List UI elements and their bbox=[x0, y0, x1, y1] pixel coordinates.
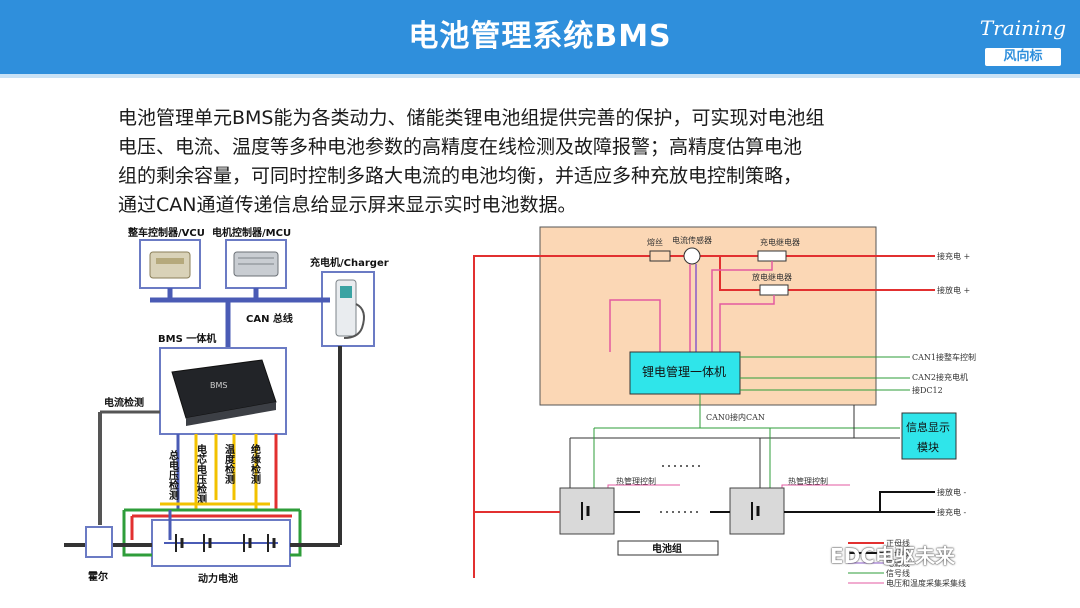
bms-device-text: BMS bbox=[210, 381, 227, 390]
legend-item: 正母线 bbox=[886, 538, 910, 548]
watermark: EDC电驱未来 bbox=[830, 544, 955, 568]
left-system-diagram: 整车控制器/VCU 电机控制器/MCU 充电机/Charger bbox=[64, 226, 389, 585]
header-divider bbox=[0, 74, 1080, 78]
current-detect-label: 电流检测 bbox=[104, 396, 144, 409]
intro-line: 组的剩余容量，可同时控制多路大电流的电池均衡，并适应多种充放电控制策略， bbox=[118, 165, 803, 187]
to-charger-bottom-label: 接充电 - bbox=[937, 507, 967, 517]
bms-unit: BMS 一体机 BMS bbox=[158, 332, 287, 435]
battery-module: 热管理控制 bbox=[559, 428, 680, 535]
temperature-label: 温度检测 bbox=[223, 443, 235, 485]
control-wires bbox=[609, 261, 775, 352]
can-bus-label: CAN 总线 bbox=[246, 312, 293, 325]
legend-item: 电源线 bbox=[886, 558, 910, 568]
insulation-label: 绝缘检测 bbox=[249, 443, 261, 485]
legend-item: 电压和温度采集采集线 bbox=[886, 578, 966, 588]
info-display-line2: 模块 bbox=[917, 441, 939, 454]
can0-label: CAN0接内CAN bbox=[706, 412, 765, 422]
page-title: 电池管理系统BMS bbox=[408, 19, 672, 54]
battery-module: 热管理控制 bbox=[729, 428, 850, 535]
battery-pack-label: 电池组 bbox=[652, 542, 682, 555]
intro-line: 通过CAN通道传递信息给显示屏来显示实时电池数据。 bbox=[118, 194, 577, 216]
can-wires: CAN1接整车控制 CAN2接充电机 接DC12 bbox=[740, 352, 976, 395]
mcu-label: 电机控制器/MCU bbox=[212, 226, 291, 239]
fuse-label: 熔丝 bbox=[647, 237, 663, 247]
can-bus: CAN 总线 bbox=[150, 288, 330, 350]
dc12-label: 接DC12 bbox=[912, 385, 943, 395]
intro-line: 电压、电流、温度等多种电池参数的高精度在线检测及故障报警；高精度估算电池 bbox=[118, 136, 803, 158]
fuse-symbol bbox=[649, 250, 671, 262]
to-discharge-bottom-label: 接放电 - bbox=[937, 487, 967, 497]
intro-line: 电池管理单元BMS能为各类动力、储能类锂电池组提供完善的保护，可实现对电池组 bbox=[118, 107, 825, 129]
intro-paragraph: 电池管理单元BMS能为各类动力、储能类锂电池组提供完善的保护，可实现对电池组 电… bbox=[118, 104, 958, 220]
battery-label: 动力电池 bbox=[198, 572, 238, 585]
logo: Training 风向标 bbox=[975, 8, 1071, 66]
discharge-relay-symbol bbox=[759, 284, 789, 296]
info-display-box bbox=[901, 412, 957, 460]
legend-item: 负母线 bbox=[886, 548, 910, 558]
detection-wires bbox=[176, 434, 278, 510]
vcu-box: 整车控制器/VCU bbox=[127, 226, 205, 289]
info-display-line1: 信息显示 bbox=[906, 420, 950, 434]
charge-relay-label: 充电继电器 bbox=[760, 237, 800, 247]
thermal-ctrl-label: 热管理控制 bbox=[616, 476, 656, 486]
battery-pack: 动力电池 bbox=[151, 519, 291, 585]
charger-label: 充电机/Charger bbox=[310, 256, 389, 269]
legend-item: 信号线 bbox=[886, 568, 910, 578]
mcu-box: 电机控制器/MCU bbox=[212, 226, 291, 289]
logo-script-text: Training bbox=[979, 16, 1067, 40]
harness-wires bbox=[122, 502, 302, 557]
thermal-ctrl-label: 热管理控制 bbox=[788, 476, 828, 486]
bms-label: BMS 一体机 bbox=[158, 332, 216, 345]
discharge-wire bbox=[719, 256, 935, 291]
discharge-relay-label: 放电继电器 bbox=[752, 272, 792, 282]
detection-labels: 总电压检测 电芯电压检测 温度检测 绝缘检测 bbox=[167, 443, 261, 505]
current-sensor-label: 电流传感器 bbox=[672, 235, 712, 245]
logo-badge: 风向标 bbox=[985, 48, 1061, 66]
can1-label: CAN1接整车控制 bbox=[912, 352, 976, 362]
can2-label: CAN2接充电机 bbox=[912, 372, 968, 382]
charger-box: 充电机/Charger bbox=[310, 256, 389, 347]
battery-pack-label-box bbox=[617, 540, 719, 556]
bms-unit-box bbox=[629, 351, 741, 395]
right-system-diagram: 熔丝 电流传感器 充电继电器 放电继电器 接充电 + 接放电 + bbox=[473, 226, 976, 588]
to-charger-top-label: 接充电 + bbox=[937, 251, 970, 261]
bms-unit-label: 锂电管理一体机 bbox=[642, 364, 726, 379]
vcu-label: 整车控制器/VCU bbox=[127, 226, 205, 239]
hall-label: 霍尔 bbox=[88, 570, 108, 583]
cell-voltage-label: 电芯电压检测 bbox=[195, 443, 207, 505]
to-discharge-top-label: 接放电 + bbox=[937, 285, 970, 295]
negative-discharge-wire bbox=[879, 491, 935, 512]
total-voltage-label: 总电压检测 bbox=[167, 449, 179, 501]
legend: 正母线 负母线 电源线 信号线 电压和温度采集采集线 bbox=[848, 538, 966, 588]
charge-relay-symbol bbox=[757, 250, 787, 262]
header-bar bbox=[0, 0, 1080, 74]
hall-sensor: 霍尔 bbox=[85, 526, 113, 583]
current-sensor-symbol bbox=[683, 247, 701, 265]
